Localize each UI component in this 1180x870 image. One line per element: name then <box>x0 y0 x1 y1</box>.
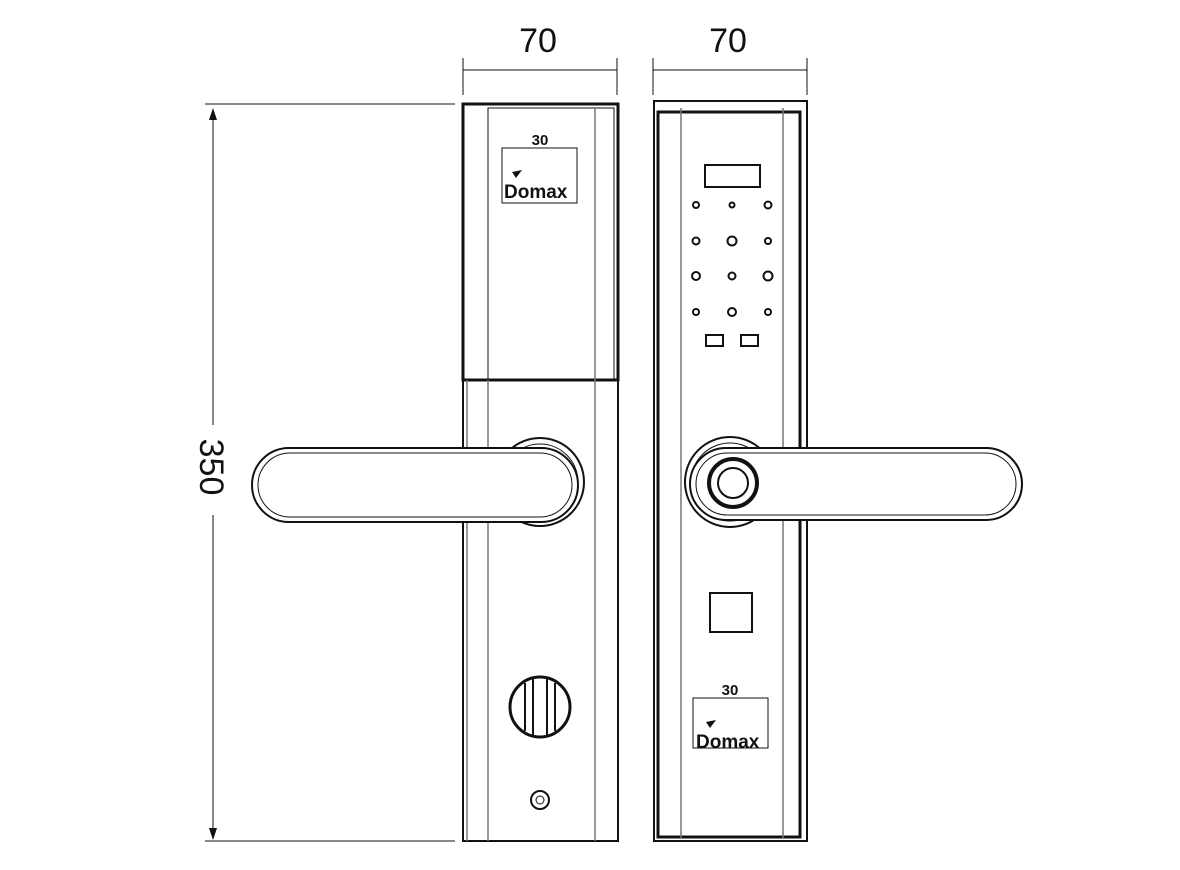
logo-box-right: 30 Domax <box>692 682 769 753</box>
handle-right <box>689 447 1023 521</box>
width-dimension-left: 70 <box>462 22 618 95</box>
front-lock-view: 30 Domax <box>653 100 1023 842</box>
width-label-left: 70 <box>519 22 557 60</box>
width-dimension-right: 70 <box>652 22 808 95</box>
card-reader <box>709 592 753 633</box>
logo-width-label-left: 30 <box>532 132 549 149</box>
logo-box-left: 30 Domax <box>501 132 578 204</box>
handle-left <box>251 447 579 523</box>
fingerprint-sensor <box>707 457 759 509</box>
height-label: 350 <box>192 439 230 496</box>
display-screen <box>704 164 761 188</box>
width-label-right: 70 <box>709 22 747 60</box>
keyhole <box>530 790 550 810</box>
keypad <box>691 200 774 317</box>
logo-left: Domax <box>504 182 568 203</box>
thumb-turn <box>508 675 572 739</box>
back-lock-view: 30 Domax <box>251 102 620 842</box>
height-dimension: 350 <box>192 103 455 842</box>
logo-width-label-right: 30 <box>722 682 739 699</box>
logo-right: Domax <box>696 732 760 753</box>
